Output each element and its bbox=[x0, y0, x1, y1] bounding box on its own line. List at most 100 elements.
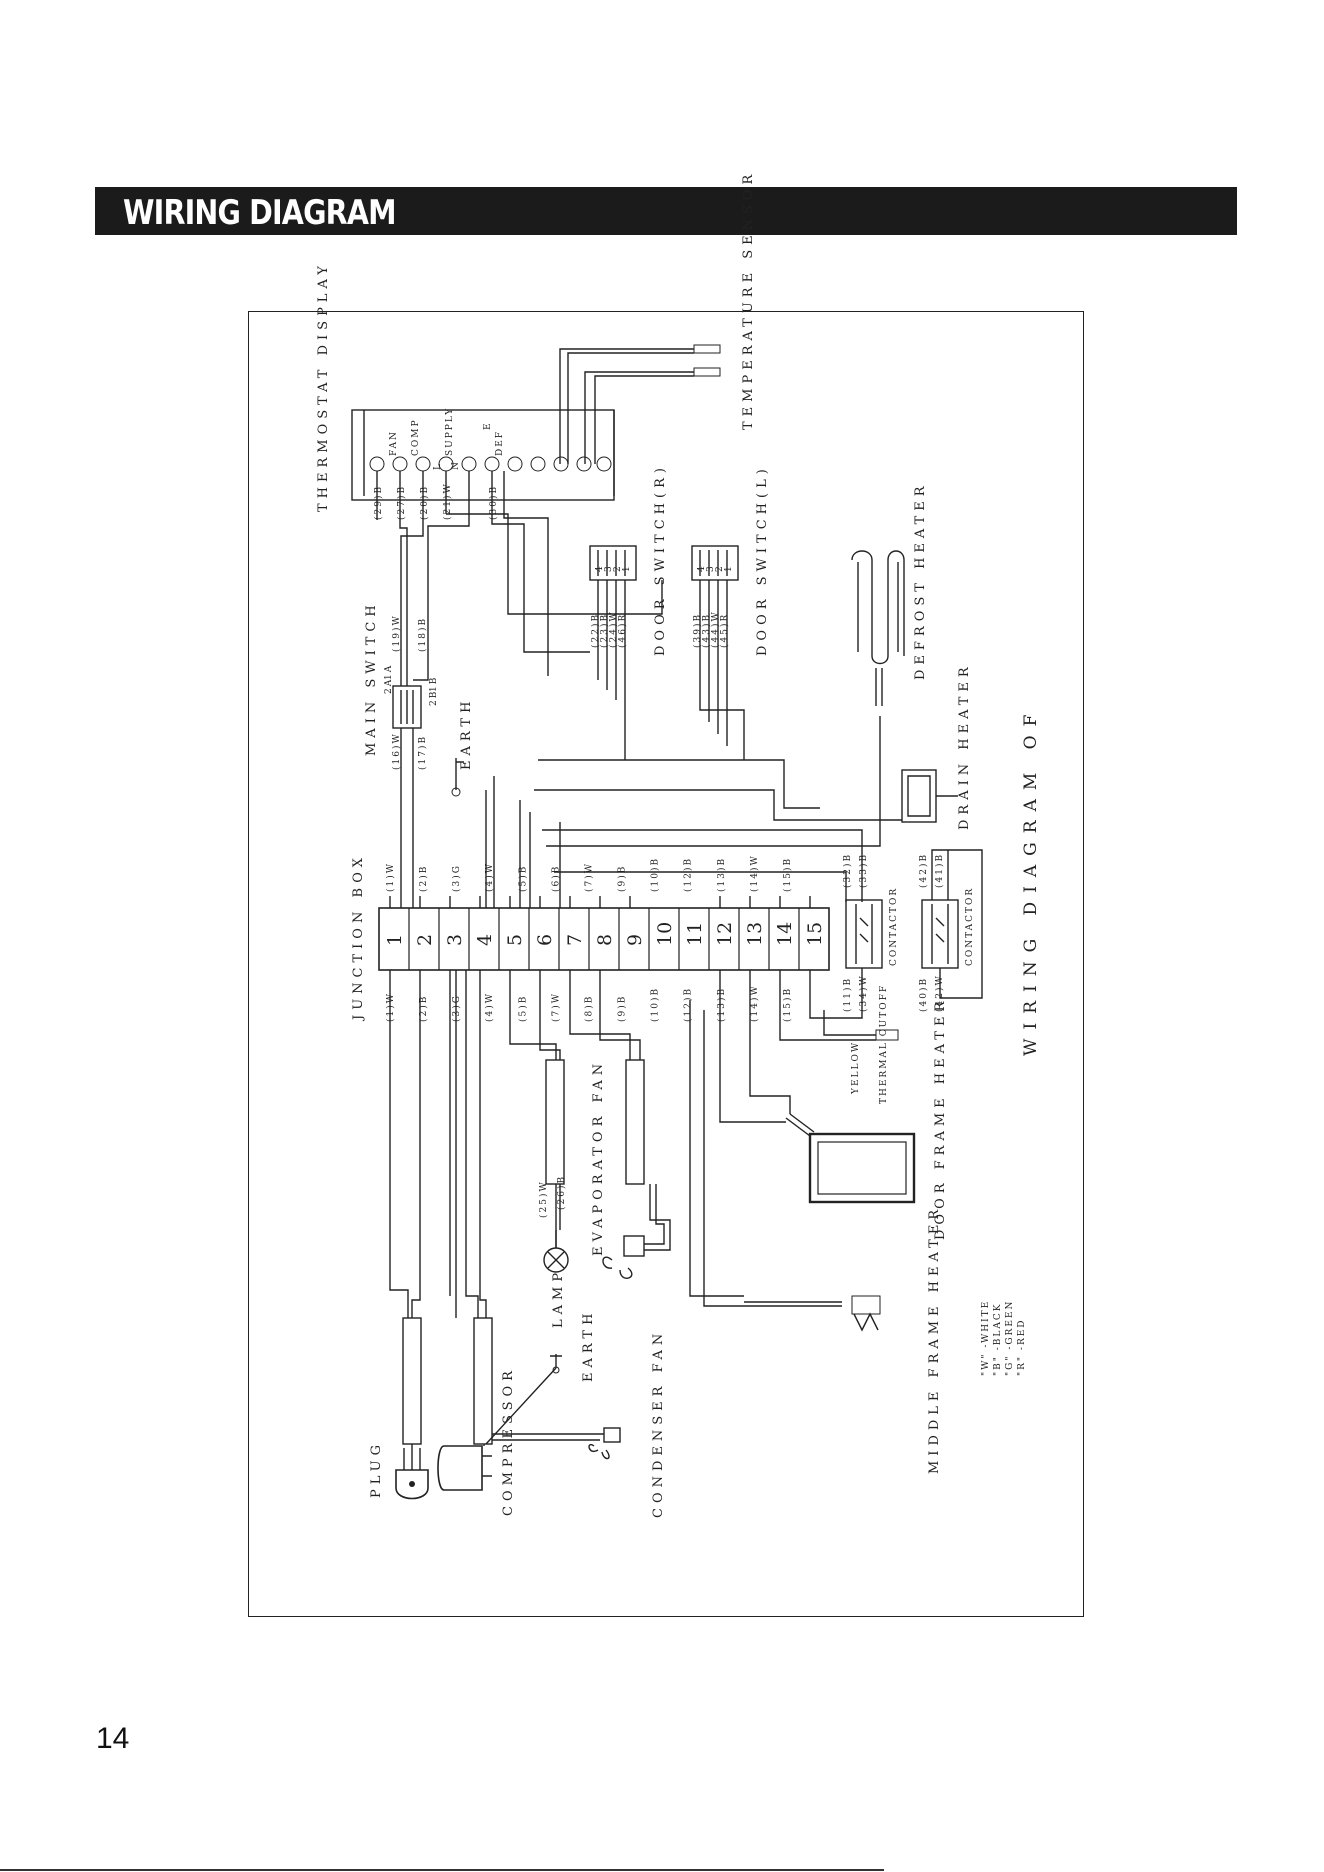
thermostat-pin-l: L bbox=[433, 462, 443, 470]
door-switch-r-label: DOOR SWITCH(R) bbox=[653, 463, 668, 656]
junction-terminal: 13 bbox=[744, 922, 766, 946]
junction-top-wire-label: (6)B bbox=[550, 865, 561, 892]
door-switch-r-wire-label: (22)B bbox=[590, 613, 601, 648]
defrost-heater bbox=[851, 550, 905, 706]
junction-top-wire-label: (4)W bbox=[484, 862, 495, 892]
section-header-bar: WIRING DIAGRAM bbox=[95, 187, 1237, 235]
thermostat-wire-29: (29)B bbox=[373, 485, 384, 520]
main-switch bbox=[392, 685, 422, 729]
thermostat-pin-supply: SUPPLY bbox=[445, 407, 455, 456]
junction-top-wire-label: (3)G bbox=[451, 864, 462, 892]
earth-lower-symbol bbox=[485, 1354, 562, 1445]
thermostat-pin-e: E bbox=[483, 421, 493, 430]
junction-top-wire-label: (14)W bbox=[749, 854, 760, 892]
door-switch-l-pin-label: 2 bbox=[715, 564, 725, 572]
page-number: 14 bbox=[96, 1722, 130, 1755]
junction-bottom-wire-label: (4)W bbox=[484, 992, 495, 1022]
junction-bottom-wire-label: (2)B bbox=[418, 995, 429, 1022]
main-switch-pin-1a: 1A bbox=[384, 664, 394, 680]
compressor-label: COMPRESSOR bbox=[501, 1366, 516, 1516]
junction-bottom-wire-label: (7)W bbox=[550, 992, 561, 1022]
junction-terminal: 15 bbox=[804, 922, 826, 946]
contactor-1 bbox=[845, 899, 883, 969]
plug-symbol bbox=[395, 1448, 429, 1500]
main-switch-label: MAIN SWITCH bbox=[364, 600, 379, 756]
junction-bottom-wire-label: (5)B bbox=[517, 995, 528, 1022]
lamp-wire-25: (25)W bbox=[538, 1180, 549, 1218]
compressor-symbol bbox=[437, 1445, 492, 1491]
lamp-wire-26: (26)B bbox=[556, 1175, 567, 1210]
lamp-label: LAMP bbox=[551, 1268, 566, 1328]
door-switch-l-wire-label: (44)W bbox=[710, 610, 721, 648]
contactor-2-wire-40: (40)B bbox=[918, 977, 929, 1012]
thermostat-wire-27: (27)B bbox=[396, 485, 407, 520]
thermostat-wire-21: (21)W bbox=[442, 482, 453, 520]
junction-left-wire-labels: (1)W(2)B(3)G(4)W(5)B(7)W(8)B(9)B(10)B(12… bbox=[385, 984, 793, 1022]
thermostat-wire-30: (30)B bbox=[488, 485, 499, 520]
junction-terminal: 9 bbox=[624, 934, 646, 946]
main-switch-wire-18: (18)B bbox=[417, 617, 428, 652]
door-switch-l-pin-label: 1 bbox=[724, 564, 734, 572]
defrost-heater-label: DEFROST HEATER bbox=[913, 481, 928, 680]
drain-heater bbox=[901, 769, 958, 823]
junction-top-wire-label: (1)W bbox=[385, 862, 396, 892]
diagram-frame bbox=[248, 311, 1084, 1617]
junction-terminal: 1 bbox=[384, 934, 406, 946]
thermal-cutoff-label: THERMAL CUTOFF bbox=[879, 984, 889, 1104]
legend-entry: "W" -WHITE bbox=[981, 1300, 991, 1376]
plug-wire-block bbox=[402, 1317, 422, 1445]
junction-terminal: 5 bbox=[504, 934, 526, 946]
junction-terminal: 10 bbox=[654, 922, 676, 946]
door-switch-r-pin-label: 3 bbox=[604, 564, 614, 572]
junction-right-wire-labels: (1)W(2)B(3)G(4)W(5)B(6)B(7)W(9)B(10)B(12… bbox=[385, 854, 793, 892]
door-switch-r bbox=[589, 545, 637, 581]
compressor-wire-block bbox=[473, 1317, 493, 1445]
plug-label: PLUG bbox=[369, 1440, 384, 1498]
junction-top-wire-label: (13)B bbox=[716, 857, 727, 892]
junction-terminal: 11 bbox=[684, 922, 706, 946]
temperature-sensor bbox=[559, 344, 721, 464]
wiring-lines bbox=[376, 471, 983, 1448]
junction-top-wire-label: (15)B bbox=[782, 857, 793, 892]
junction-bottom-wire-label: (8)B bbox=[583, 995, 594, 1022]
contactor-2-wire-41: (41)B bbox=[934, 853, 945, 888]
main-switch-pin-1b: 1B bbox=[429, 676, 439, 692]
junction-top-wire-label: (9)B bbox=[617, 865, 628, 892]
junction-top-wire-label: (7)W bbox=[583, 862, 594, 892]
yellow-label: YELLOW bbox=[851, 1041, 861, 1095]
door-switch-r-pin-label: 2 bbox=[613, 564, 623, 572]
condenser-fan-symbol bbox=[492, 1427, 621, 1460]
junction-bottom-wire-label: (13)B bbox=[716, 987, 727, 1022]
junction-terminal: 8 bbox=[594, 934, 616, 946]
junction-bottom-wire-label: (10)B bbox=[650, 987, 661, 1022]
drain-heater-label: DRAIN HEATER bbox=[957, 662, 972, 830]
junction-terminal: 14 bbox=[774, 922, 796, 946]
earth-lower-label: EARTH bbox=[581, 1309, 596, 1382]
diagram-title: WIRING DIAGRAM OF bbox=[1021, 706, 1041, 1056]
door-switch-r-wire-label: (23)B bbox=[599, 613, 610, 648]
junction-bottom-wire-label: (15)B bbox=[782, 987, 793, 1022]
junction-top-wire-label: (5)B bbox=[517, 865, 528, 892]
footer-rule bbox=[0, 1869, 884, 1871]
contactor-2 bbox=[921, 899, 959, 969]
junction-top-wire-label: (12)B bbox=[683, 857, 694, 892]
junction-terminal: 2 bbox=[414, 934, 436, 946]
thermostat-pin-comp: COMP bbox=[411, 418, 421, 456]
contactor-1-label: CONTACTOR bbox=[889, 887, 899, 966]
door-switch-l-pin-label: 4 bbox=[697, 564, 707, 572]
door-switch-r-wire-label: (46)R bbox=[617, 613, 628, 648]
junction-top-wire-label: (10)B bbox=[650, 857, 661, 892]
color-legend: "W" -WHITE"B" -BLACK"G" -GREEN"R" -RED bbox=[981, 1300, 1027, 1376]
contactor-1-wire-32: (32)B bbox=[842, 853, 853, 888]
door-switch-l-label: DOOR SWITCH(L) bbox=[755, 464, 770, 656]
thermostat-pin-fan: FAN bbox=[389, 430, 399, 456]
main-switch-pin-2a: 2A bbox=[384, 678, 394, 694]
door-switch-l-wire-label: (45)R bbox=[719, 613, 730, 648]
junction-bottom-wire-label: (12)B bbox=[683, 987, 694, 1022]
middle-frame-heater-label: MIDDLE FRAME HEATER bbox=[927, 1205, 942, 1474]
junction-terminal: 7 bbox=[564, 934, 586, 946]
junction-terminal: 4 bbox=[474, 934, 496, 946]
